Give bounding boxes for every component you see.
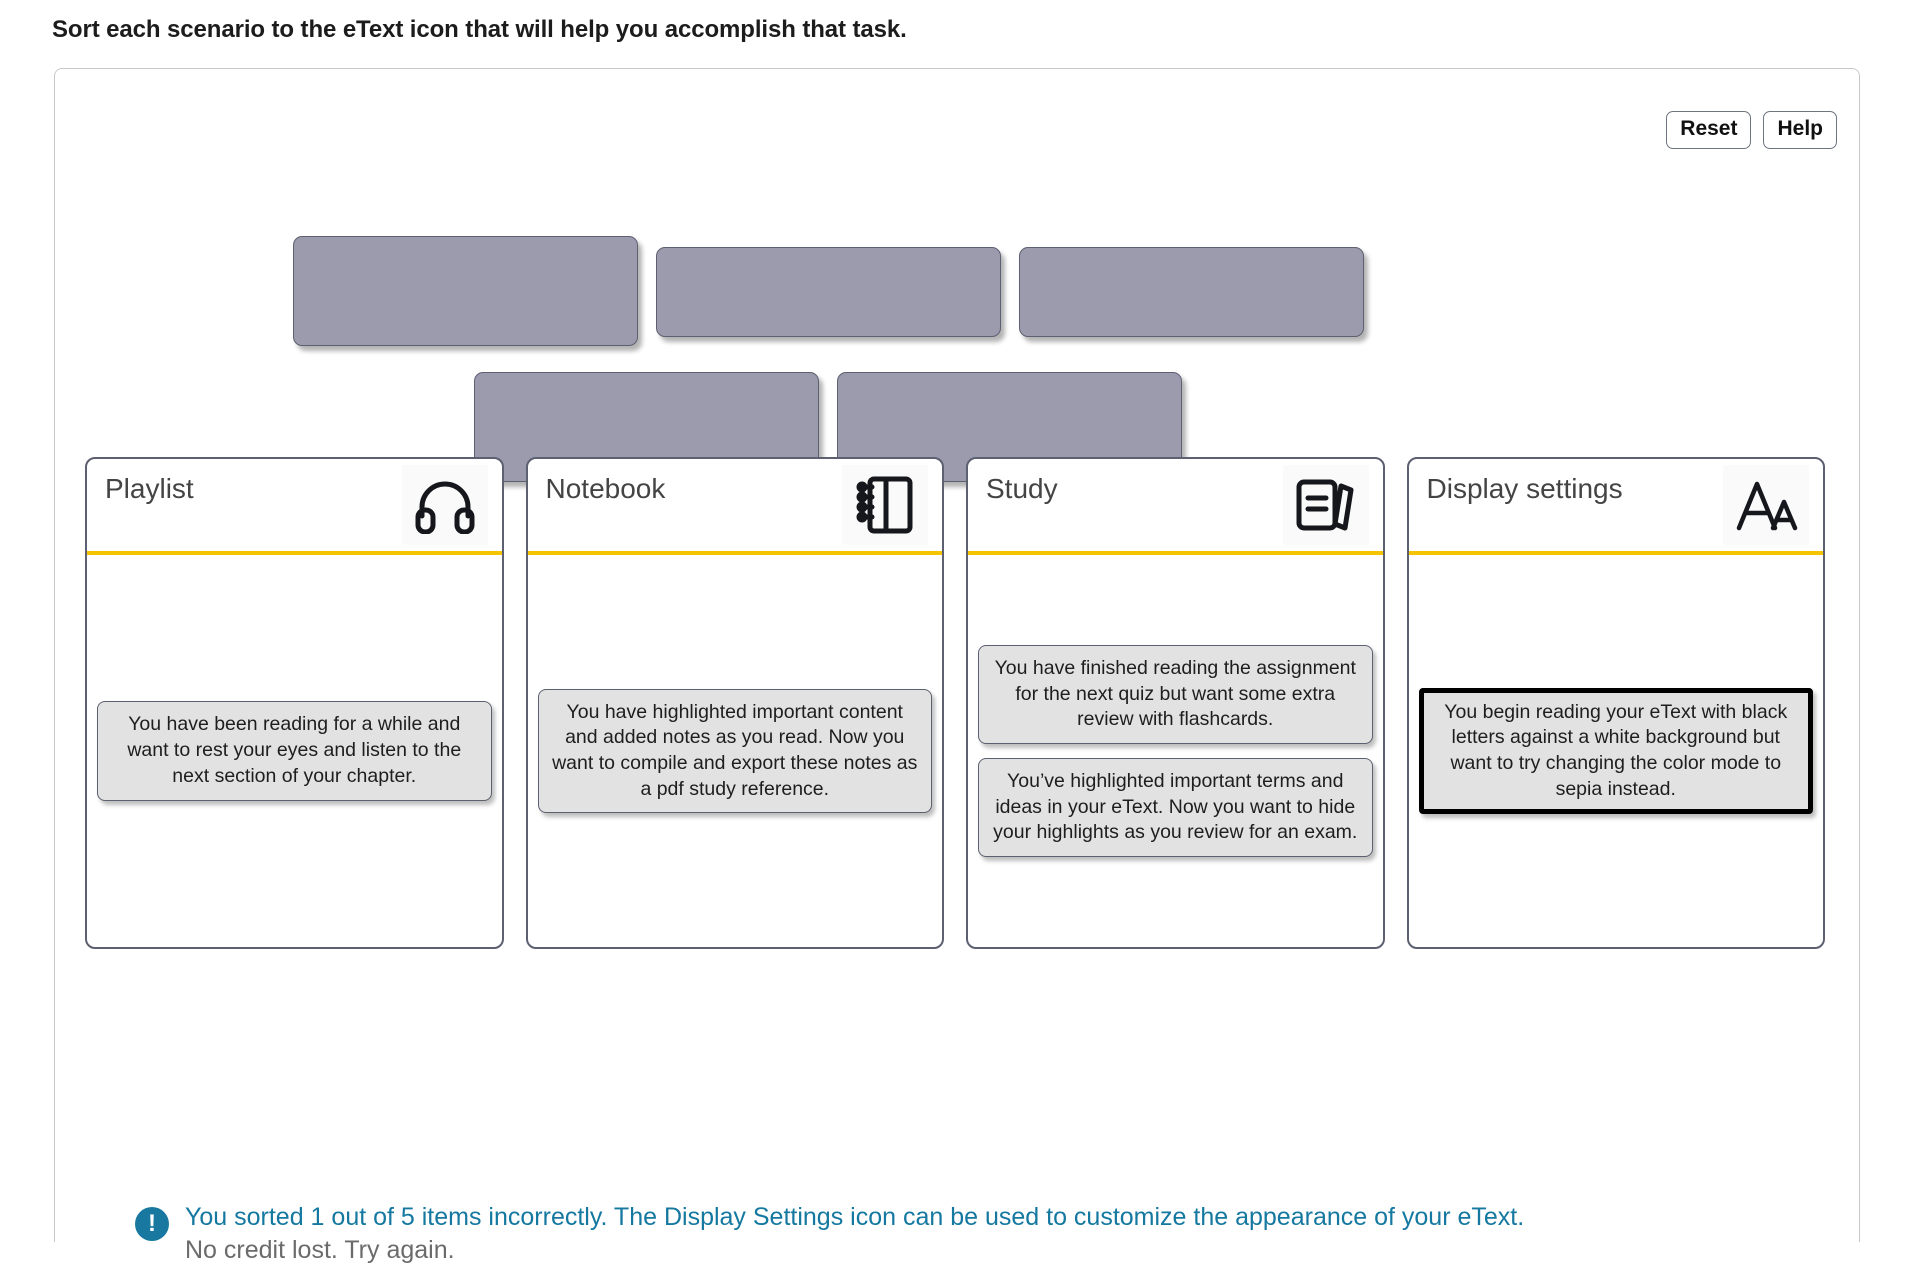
card-title: Notebook [545, 473, 666, 504]
card-header: Playlist [87, 459, 502, 555]
help-button[interactable]: Help [1763, 111, 1837, 150]
drop-zone-1[interactable] [293, 236, 638, 346]
feedback-primary-text: You sorted 1 out of 5 items incorrectly.… [185, 1203, 1525, 1231]
card-header: Display settings [1408, 459, 1823, 555]
reset-button[interactable]: Reset [1666, 111, 1752, 150]
card-drop-body[interactable]: You have highlighted important content a… [528, 555, 943, 947]
spiral-notebook-icon [842, 465, 928, 545]
card-header: Notebook [527, 459, 942, 555]
category-card-playlist[interactable]: Playlist You have been reading for a whi… [85, 457, 504, 949]
card-title: Study [986, 473, 1058, 504]
scenario-tile[interactable]: You have finished reading the assignment… [978, 644, 1373, 744]
scenario-tile[interactable]: You have been reading for a while and wa… [97, 701, 492, 801]
scenario-tile[interactable]: You have highlighted important content a… [537, 688, 932, 814]
category-card-row: Playlist You have been reading for a whi… [85, 457, 1825, 949]
text-size-aa-icon [1723, 465, 1809, 545]
drop-zone-3[interactable] [1019, 247, 1364, 337]
scenario-tile[interactable]: You’ve highlighted important terms and i… [978, 758, 1373, 858]
card-drop-body[interactable]: You begin reading your eText with black … [1409, 555, 1824, 947]
flashcards-icon [1282, 465, 1369, 545]
activity-panel: Reset Help Playlist You have been readin… [54, 68, 1860, 1264]
headphones-icon [401, 465, 488, 545]
exclamation-circle-icon: ! [135, 1207, 169, 1241]
feedback-message: ! You sorted 1 out of 5 items incorrectl… [135, 1203, 1524, 1265]
card-title: Playlist [105, 473, 194, 504]
drop-zone-area [55, 69, 1859, 489]
feedback-secondary-text: No credit lost. Try again. [185, 1236, 455, 1264]
drop-zone-2[interactable] [656, 247, 1001, 337]
card-title: Display settings [1426, 473, 1623, 504]
page-title: Sort each scenario to the eText icon tha… [52, 16, 907, 43]
scenario-tile[interactable]: You begin reading your eText with black … [1418, 687, 1813, 815]
category-card-display-settings[interactable]: Display settings You begin reading your … [1406, 457, 1825, 949]
toolbar: Reset Help [1666, 111, 1837, 150]
category-card-notebook[interactable]: Notebook You have highlighted important … [525, 457, 944, 949]
card-drop-body[interactable]: You have finished reading the assignment… [968, 555, 1383, 947]
card-header: Study [968, 459, 1383, 555]
category-card-study[interactable]: Study You have finished reading the assi… [966, 457, 1385, 949]
card-drop-body[interactable]: You have been reading for a while and wa… [87, 555, 502, 947]
